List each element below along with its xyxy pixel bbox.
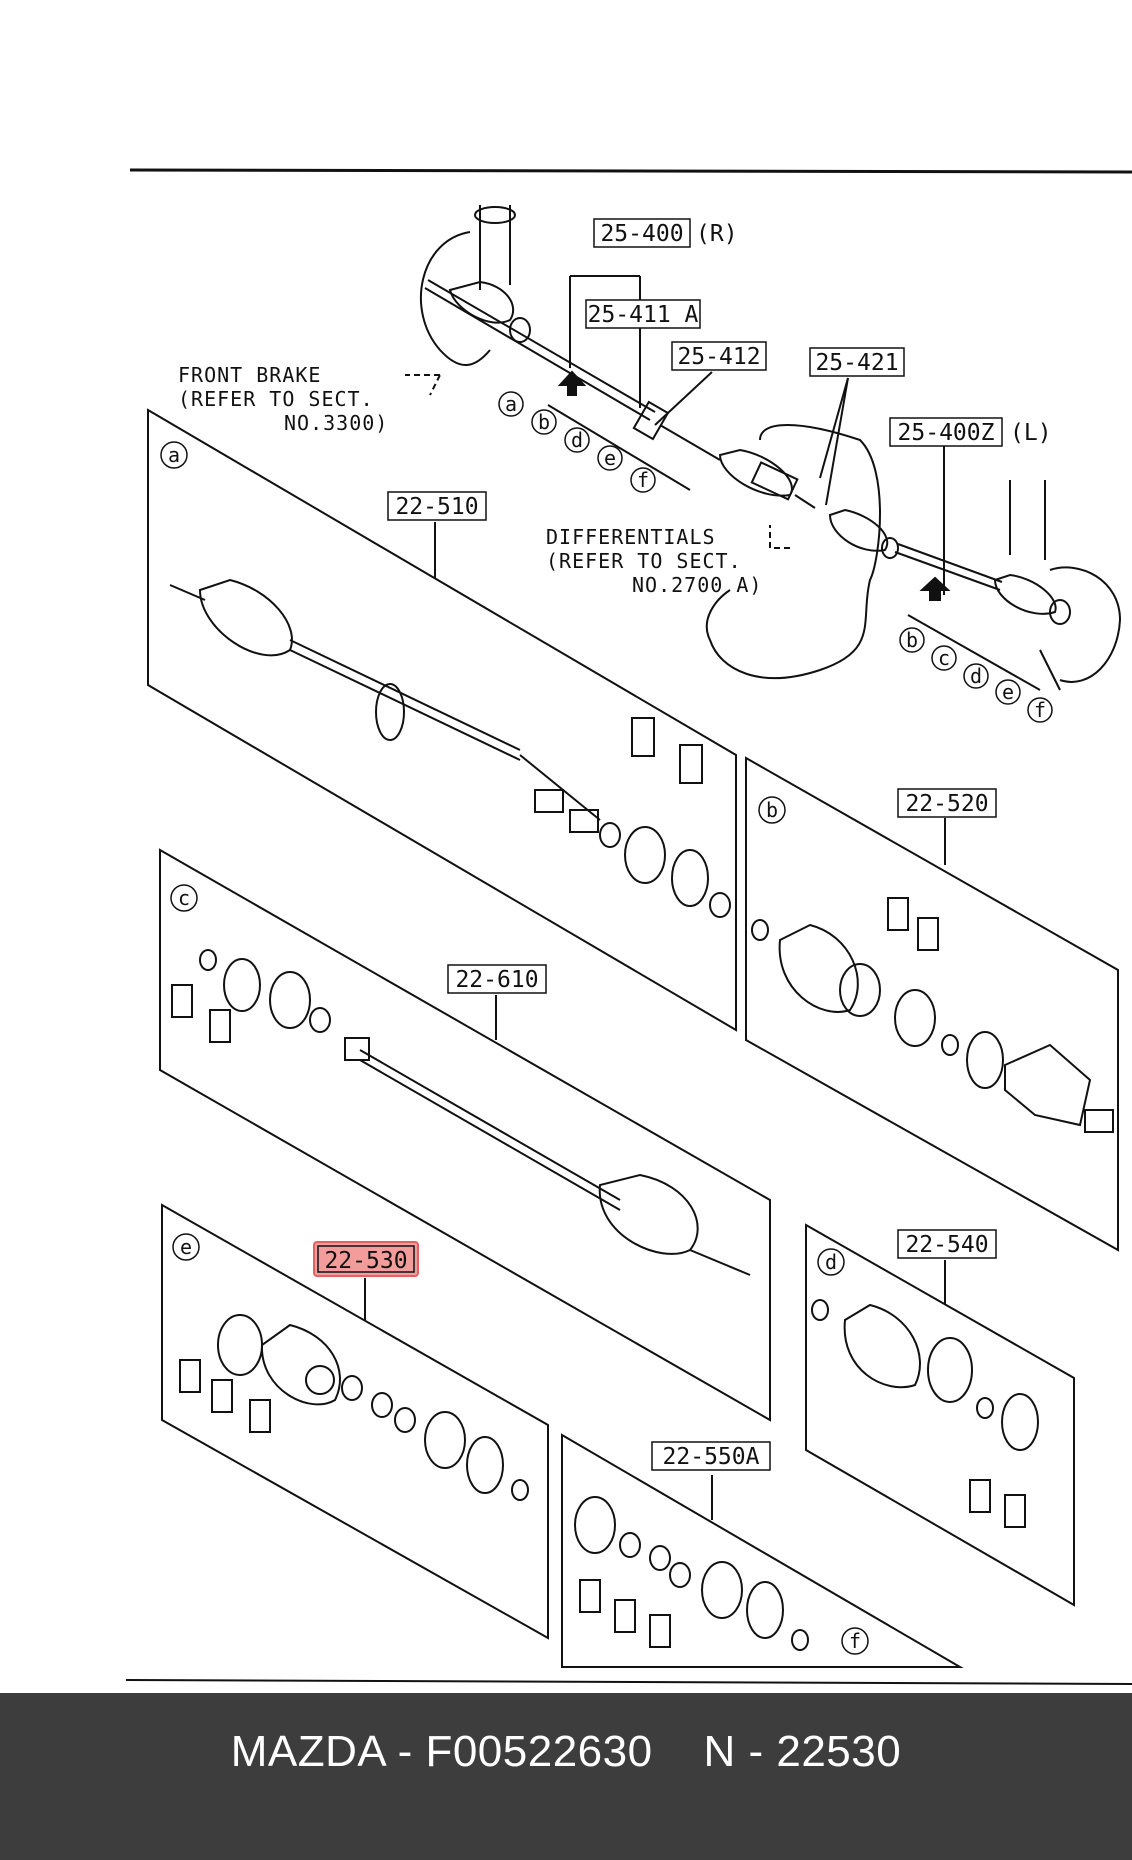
panel-marker-f: f bbox=[849, 1629, 861, 1653]
svg-text:25-400: 25-400 bbox=[600, 221, 683, 247]
part-label-22-610: 22-610 bbox=[447, 964, 547, 994]
differentials-note: DIFFERENTIALS (REFER TO SECT. NO.2700 A) bbox=[546, 525, 762, 597]
top-frame-line bbox=[129, 168, 1132, 174]
svg-text:NO.2700 A): NO.2700 A) bbox=[632, 573, 762, 597]
svg-text:e: e bbox=[604, 446, 616, 470]
panel-b bbox=[745, 756, 1119, 1252]
panel-marker-c: c bbox=[178, 886, 190, 910]
letter-glyphs: a b d e f b c d e f a b c e d f bbox=[168, 392, 1046, 1653]
part-label-25-421: 25-421 bbox=[809, 347, 905, 377]
exploded-parts-diagram: 25-400 (R) 25-411 A 25-412 25-421 25-400… bbox=[125, 168, 1132, 1685]
panel-marker-a: a bbox=[168, 443, 180, 467]
svg-text:FRONT BRAKE: FRONT BRAKE bbox=[178, 363, 321, 387]
top-assembly bbox=[405, 205, 1122, 691]
part-label-25-411a: 25-411 A bbox=[585, 299, 701, 329]
label-leaders bbox=[364, 522, 946, 1520]
part-label-22-550a: 22-550A bbox=[651, 1441, 771, 1471]
svg-text:NO.3300): NO.3300) bbox=[284, 411, 388, 435]
part-label-25-412: 25-412 bbox=[671, 341, 767, 371]
panel-marker-b: b bbox=[766, 798, 778, 822]
svg-text:e: e bbox=[1002, 680, 1014, 704]
svg-text:22-610: 22-610 bbox=[455, 967, 538, 993]
svg-text:22-520: 22-520 bbox=[905, 791, 988, 817]
svg-text:DIFFERENTIALS: DIFFERENTIALS bbox=[546, 525, 716, 549]
svg-text:a: a bbox=[505, 392, 517, 416]
svg-text:b: b bbox=[906, 628, 918, 652]
svg-text:25-400Z: 25-400Z bbox=[898, 420, 995, 446]
svg-text:22-540: 22-540 bbox=[905, 1232, 988, 1258]
svg-text:c: c bbox=[938, 646, 950, 670]
highlight-box bbox=[313, 1241, 419, 1277]
svg-text:(REFER TO SECT.: (REFER TO SECT. bbox=[178, 387, 374, 411]
side-right-text: (R) bbox=[696, 221, 738, 247]
svg-text:22-550A: 22-550A bbox=[663, 1444, 760, 1470]
panel-f bbox=[561, 1433, 964, 1668]
svg-text:(REFER TO SECT.: (REFER TO SECT. bbox=[546, 549, 742, 573]
panel-d bbox=[805, 1223, 1075, 1607]
svg-text:25-412: 25-412 bbox=[677, 344, 760, 370]
part-number-caption: MAZDA - F00522630 N - 22530 bbox=[230, 1727, 902, 1776]
svg-text:d: d bbox=[970, 664, 982, 688]
letter-circles bbox=[160, 391, 1053, 1655]
svg-text:d: d bbox=[571, 428, 583, 452]
part-label-22-520: 22-520 bbox=[897, 788, 997, 818]
panel-marker-d: d bbox=[825, 1250, 837, 1274]
part-label-25-400z: 25-400Z (L) bbox=[889, 417, 1052, 447]
part-label-22-510: 22-510 bbox=[387, 491, 487, 521]
svg-text:25-411 A: 25-411 A bbox=[588, 302, 699, 328]
svg-text:22-530: 22-530 bbox=[324, 1248, 407, 1274]
part-label-22-540: 22-540 bbox=[897, 1229, 997, 1259]
panel-e bbox=[161, 1203, 549, 1640]
front-brake-note: FRONT BRAKE (REFER TO SECT. NO.3300) bbox=[178, 363, 388, 435]
svg-text:25-421: 25-421 bbox=[815, 350, 898, 376]
panel-marker-e: e bbox=[180, 1235, 192, 1259]
bottom-frame-line bbox=[125, 1679, 1132, 1685]
caption-bar: MAZDA - F00522630 N - 22530 bbox=[0, 1693, 1132, 1860]
side-left-text: (L) bbox=[1010, 420, 1052, 446]
panel-a bbox=[147, 408, 737, 1032]
svg-text:f: f bbox=[637, 468, 649, 492]
svg-text:f: f bbox=[1034, 698, 1046, 722]
svg-text:22-510: 22-510 bbox=[395, 494, 478, 520]
part-label-22-530-highlighted: 22-530 bbox=[313, 1241, 419, 1277]
part-label-25-400: 25-400 (R) bbox=[593, 218, 738, 248]
panel-c bbox=[159, 848, 771, 1422]
svg-text:b: b bbox=[538, 410, 550, 434]
